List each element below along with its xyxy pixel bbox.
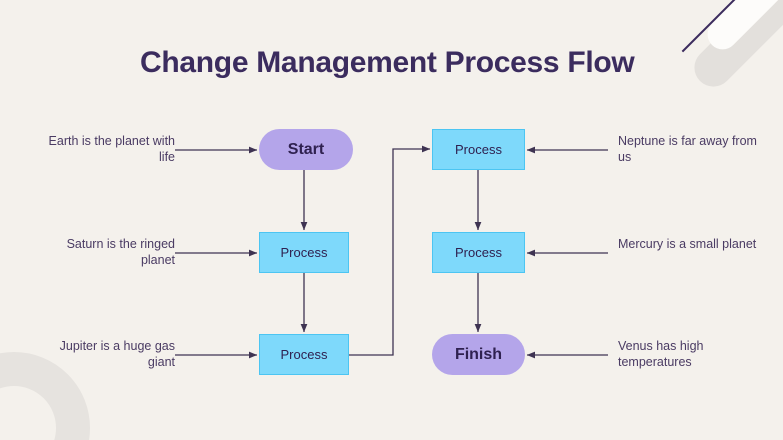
flow-node-label: Process [455, 245, 502, 260]
flow-node-label: Start [287, 140, 325, 158]
flow-node-finish[interactable]: Finish [432, 334, 525, 375]
annotation-mercury: Mercury is a small planet [618, 237, 757, 251]
flow-node-start[interactable]: Start [259, 129, 353, 170]
flow-node-label: Process [455, 142, 502, 157]
flow-node-process-left-2[interactable]: Process [259, 334, 349, 375]
page-title: Change Management Process Flow [140, 46, 635, 79]
connector-elbow-left-to-right [349, 145, 431, 356]
annotation-saturn: Saturn is the ringed planet [66, 237, 175, 267]
flow-node-label: Process [280, 245, 328, 260]
flow-node-process-right-2[interactable]: Process [432, 232, 525, 273]
flow-node-label: Process [280, 347, 328, 362]
annotation-venus: Venus has high temperatures [618, 339, 704, 369]
flow-node-process-left-1[interactable]: Process [259, 232, 349, 273]
annotation-jupiter: Jupiter is a huge gas giant [59, 339, 175, 369]
annotation-earth: Earth is the planet with life [48, 134, 175, 164]
flow-node-label: Finish [454, 345, 503, 363]
annotation-neptune: Neptune is far away from us [618, 134, 757, 164]
flow-node-process-right-1[interactable]: Process [432, 129, 525, 170]
